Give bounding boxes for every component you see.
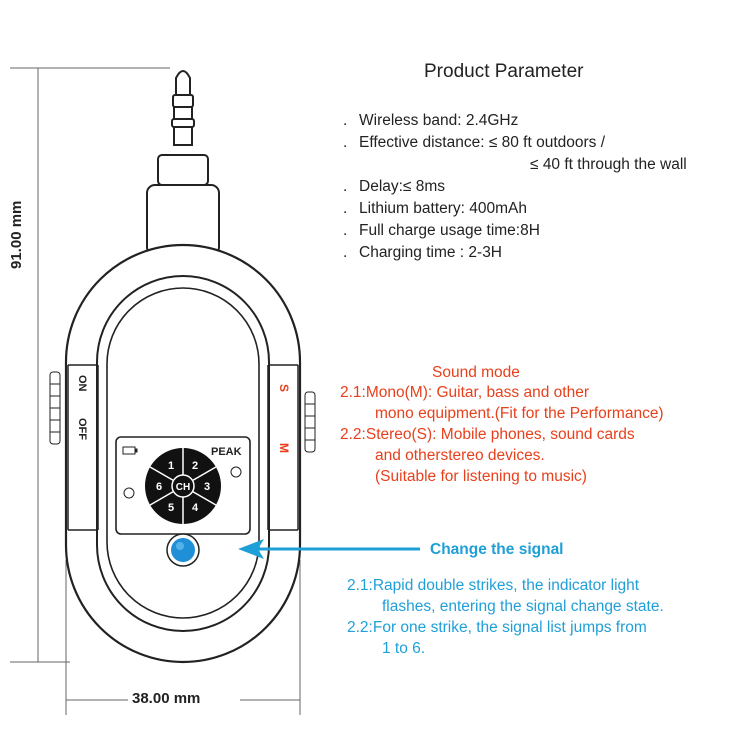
channel-button-4[interactable]: 4 bbox=[192, 502, 199, 514]
wheel-divider bbox=[149, 466, 174, 482]
change-signal-title: Change the signal bbox=[430, 541, 564, 558]
wheel-divider bbox=[192, 466, 217, 482]
switch-label-on: ON bbox=[76, 375, 88, 392]
sound-mode-line: (Suitable for listening to music) bbox=[375, 468, 587, 485]
parameter-item: .Wireless band: 2.4GHz bbox=[343, 112, 519, 129]
change-signal-line: 2.1:Rapid double strikes, the indicator … bbox=[347, 577, 640, 594]
page-title: Product Parameter bbox=[424, 61, 584, 82]
sound-mode-line: 2.1:Mono(M): Guitar, bass and other bbox=[340, 384, 589, 401]
width-dimension: 38.00 mm bbox=[132, 690, 201, 707]
switch-label-off: OFF bbox=[76, 418, 88, 440]
wheel-divider bbox=[192, 490, 217, 506]
side-bands bbox=[67, 364, 299, 531]
signal-button-icon[interactable] bbox=[166, 533, 200, 567]
sound-mode-description: 2.1:Mono(M): Guitar, bass and other mono… bbox=[340, 382, 664, 487]
change-signal-line: 2.2:For one strike, the signal list jump… bbox=[347, 619, 647, 636]
parameter-item: .Delay:≤ 8ms bbox=[343, 178, 446, 195]
wheel-divider bbox=[149, 490, 174, 506]
channel-center-ring bbox=[171, 474, 195, 498]
mode-switch[interactable] bbox=[304, 391, 316, 453]
channel-center-label: CH bbox=[176, 482, 190, 493]
arrow-icon bbox=[238, 539, 420, 559]
channel-button-6[interactable]: 6 bbox=[156, 481, 162, 493]
sound-mode-line: 2.2:Stereo(S): Mobile phones, sound card… bbox=[340, 426, 635, 443]
change-signal-description: 2.1:Rapid double strikes, the indicator … bbox=[347, 575, 664, 659]
sound-mode-title: Sound mode bbox=[432, 364, 520, 381]
height-dimension: 91.00 mm bbox=[8, 200, 25, 269]
peak-label: PEAK bbox=[211, 446, 242, 458]
battery-icon bbox=[122, 446, 138, 455]
channel-button-2[interactable]: 2 bbox=[192, 460, 198, 472]
sound-mode-line: and otherstereo devices. bbox=[375, 447, 545, 464]
parameter-item: .Effective distance: ≤ 80 ft outdoors / bbox=[343, 134, 606, 151]
parameter-list: .Wireless band: 2.4GHz .Effective distan… bbox=[343, 110, 687, 264]
channel-button-3[interactable]: 3 bbox=[204, 481, 210, 493]
audio-jack bbox=[146, 70, 220, 256]
change-signal-line: flashes, entering the signal change stat… bbox=[382, 598, 664, 615]
power-switch[interactable] bbox=[49, 371, 61, 445]
mode-label-s: S bbox=[277, 384, 291, 392]
channel-button-5[interactable]: 5 bbox=[168, 502, 174, 514]
channel-button-1[interactable]: 1 bbox=[168, 460, 174, 472]
parameter-item: .Charging time : 2-3H bbox=[343, 244, 503, 261]
change-signal-line: 1 to 6. bbox=[382, 640, 426, 657]
left-indicator-led bbox=[123, 487, 135, 499]
mode-label-m: M bbox=[277, 443, 291, 453]
channel-wheel-labels: 1 234 56 CH bbox=[149, 448, 217, 524]
parameter-item: ≤ 40 ft through the wall bbox=[530, 156, 687, 173]
parameter-item: .Lithium battery: 400mAh bbox=[343, 200, 528, 217]
parameter-item: .Full charge usage time:8H bbox=[343, 222, 540, 239]
dimension-lines bbox=[10, 67, 301, 715]
peak-indicator-led bbox=[230, 466, 242, 478]
sound-mode-line: mono equipment.(Fit for the Performance) bbox=[375, 405, 664, 422]
